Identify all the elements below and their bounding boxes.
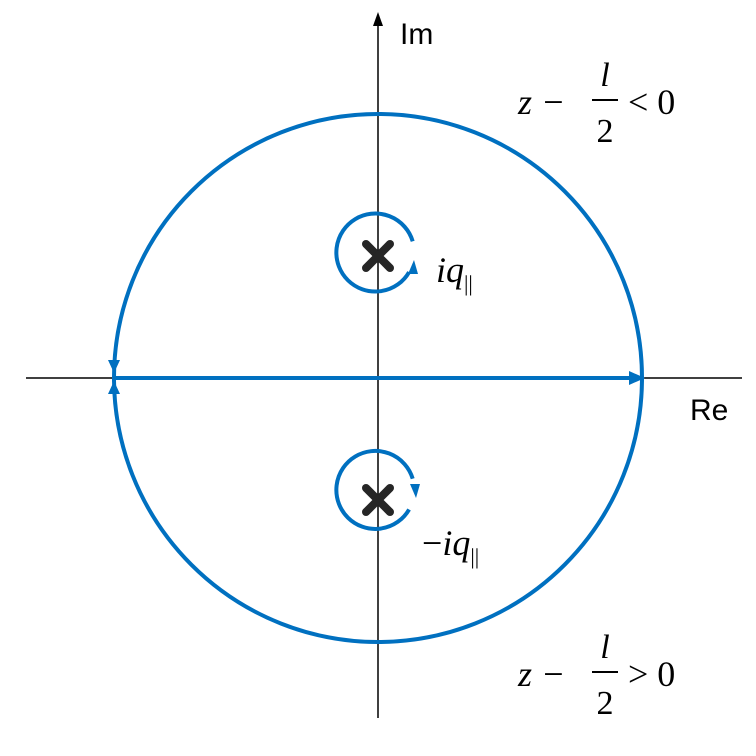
imaginary-axis-label: Im <box>400 18 433 51</box>
lower-condition-numerator: l <box>600 629 609 666</box>
lower-condition-lhs: z − <box>517 654 565 694</box>
upper-condition-relation: < 0 <box>628 82 675 122</box>
lower-pole-cross-mark-icon <box>362 484 394 516</box>
upper-condition-numerator: l <box>600 57 609 94</box>
lower-region-condition: z − l 2 > 0 <box>517 629 675 722</box>
outer-contour-down-arrow-icon <box>108 360 120 373</box>
imaginary-axis-arrow-icon <box>373 12 383 26</box>
real-axis-label: Re <box>690 394 728 427</box>
lower-small-contour <box>334 449 415 531</box>
outer-contour-up-arrow-icon <box>108 381 120 394</box>
upper-pole-label: iq|| <box>436 250 473 296</box>
lower-condition-denominator: 2 <box>597 685 614 722</box>
lower-condition-relation: > 0 <box>628 654 675 694</box>
upper-small-contour <box>334 211 415 294</box>
upper-pole-cross-mark-icon <box>362 240 394 272</box>
upper-condition-lhs: z − <box>517 82 565 122</box>
lower-pole-label: −iq|| <box>422 523 479 569</box>
upper-condition-denominator: 2 <box>597 113 614 150</box>
lower-small-contour-arrow-icon <box>410 484 420 498</box>
real-axis-contour-arrow-icon <box>629 371 645 385</box>
upper-small-contour-arrow-icon <box>408 260 418 274</box>
upper-region-condition: z − l 2 < 0 <box>517 57 675 150</box>
